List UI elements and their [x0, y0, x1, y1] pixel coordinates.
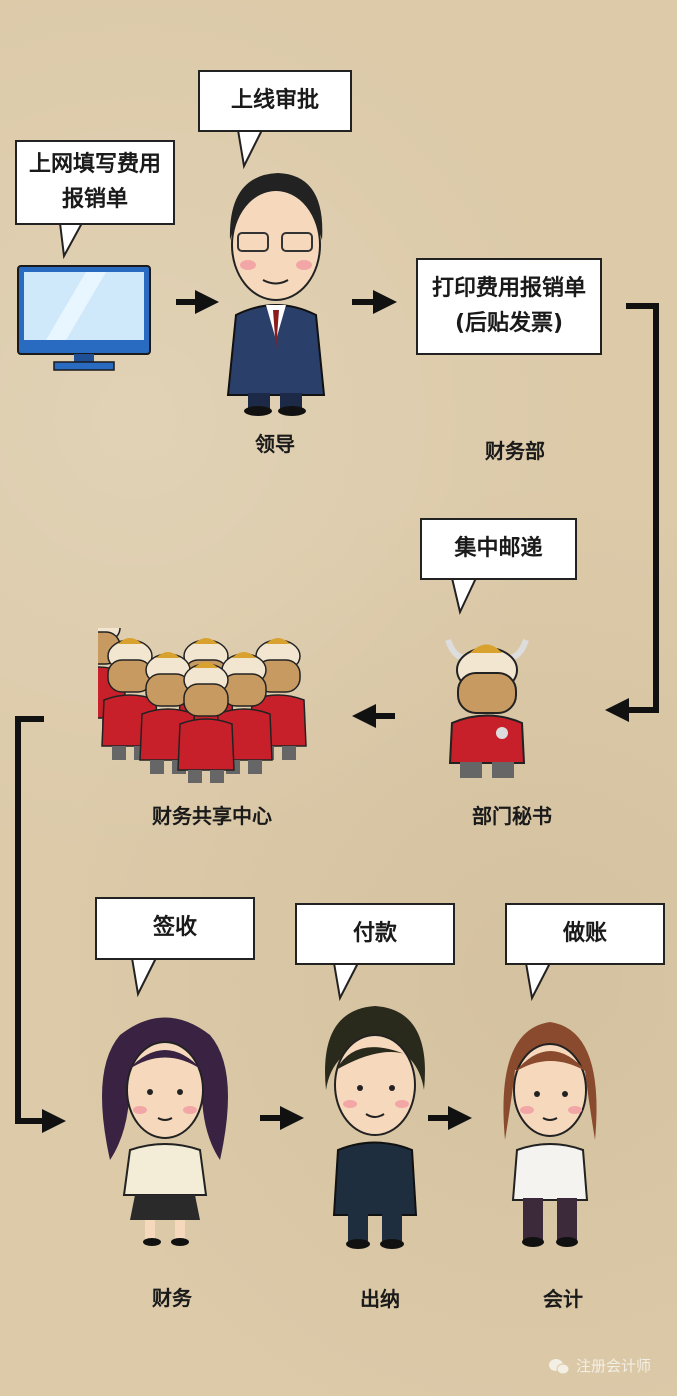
- finance-staff-figure: [102, 1017, 228, 1246]
- shared-center-cows-figure: [98, 628, 307, 783]
- bubble-tail: [131, 957, 157, 998]
- bubble-online-fill: 上网填写费用报销单: [15, 140, 175, 225]
- computer-monitor-icon: [17, 265, 151, 371]
- watermark-text: 注册会计师: [576, 1357, 652, 1375]
- bubble-tail: [525, 962, 551, 1002]
- bubble-tail: [237, 129, 263, 170]
- leader-figure: [226, 173, 326, 416]
- label-leader: 领导: [255, 432, 295, 456]
- label-cashier: 出纳: [360, 1287, 400, 1311]
- bubble-tail: [333, 962, 359, 1002]
- label-finance-dept: 财务部: [485, 439, 545, 463]
- bubble-mail: 集中邮递: [420, 518, 577, 580]
- bubble-pay: 付款: [295, 903, 455, 965]
- label-finance: 财务: [152, 1286, 192, 1310]
- bubble-sign: 签收: [95, 897, 255, 960]
- bubble-print: 打印费用报销单(后贴发票): [416, 258, 602, 355]
- label-shared-center: 财务共享中心: [152, 804, 272, 828]
- watermark: 注册会计师: [548, 1355, 651, 1376]
- bubble-book: 做账: [505, 903, 665, 965]
- bubble-tail: [451, 577, 477, 616]
- accountant-figure: [503, 1022, 597, 1247]
- cashier-figure: [325, 1006, 425, 1249]
- arrow-bracket-right: [605, 303, 659, 722]
- arrow-bracket-left: [15, 716, 66, 1133]
- bubble-tail: [59, 222, 83, 260]
- wechat-icon: [549, 1358, 570, 1374]
- bubble-approval: 上线审批: [198, 70, 352, 132]
- label-secretary: 部门秘书: [472, 804, 552, 828]
- label-accountant: 会计: [543, 1287, 583, 1311]
- secretary-cow-figure: [445, 638, 529, 778]
